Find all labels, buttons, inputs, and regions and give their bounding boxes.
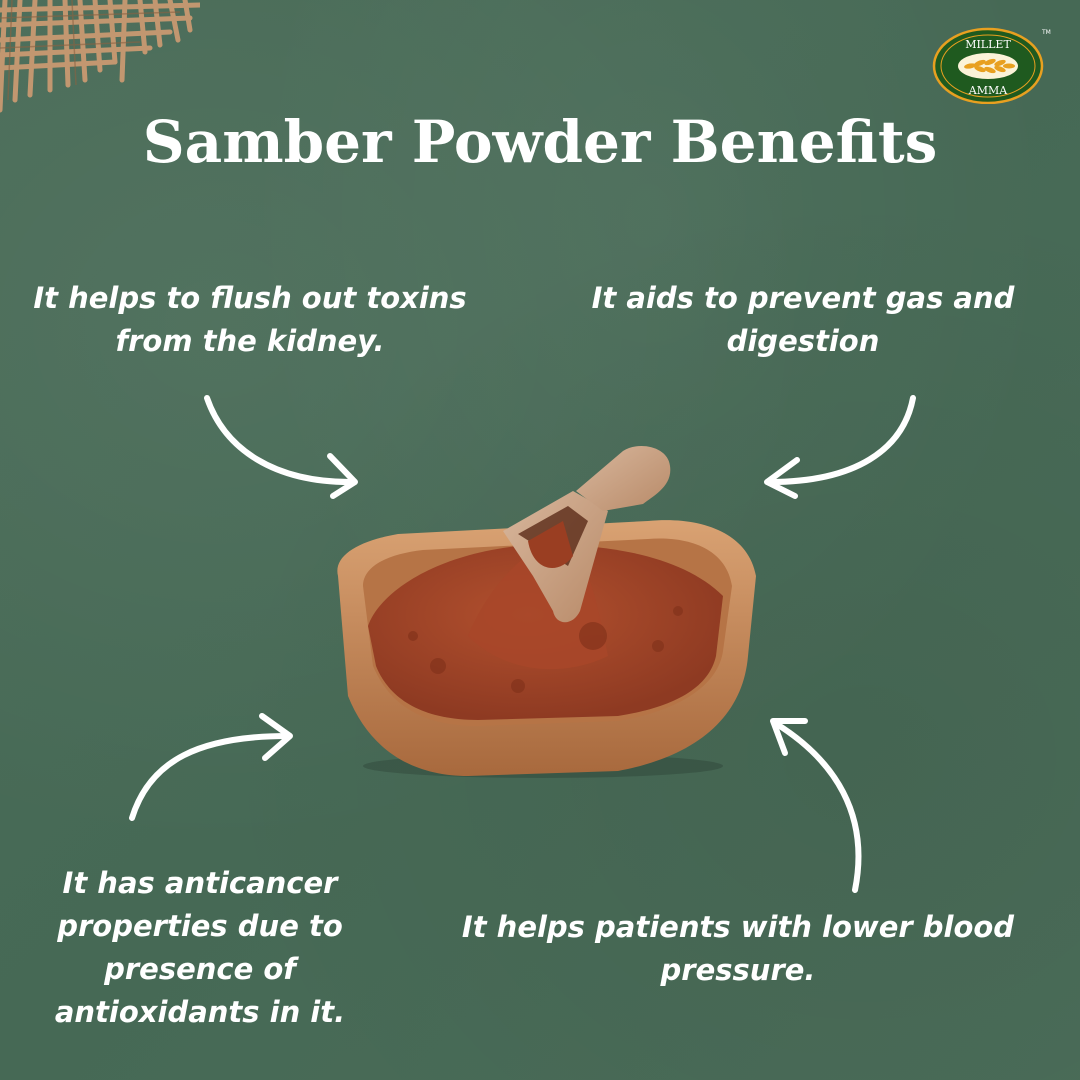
logo-bottom-text: AMMA: [968, 84, 1008, 97]
curved-arrow-up-right-icon: [129, 713, 293, 821]
millet-amma-logo-icon: MILLET AMMA TM: [932, 27, 1051, 104]
samber-powder-bowl-image: [337, 446, 756, 778]
benefit-blood-pressure-text: It helps patients with lower blood press…: [461, 910, 1015, 987]
benefit-kidney-text: It helps to flush out toxins from the ki…: [33, 281, 467, 358]
curved-arrow-up-left-icon: [770, 718, 862, 893]
logo-top-text: MILLET: [965, 38, 1011, 51]
benefit-digestion-text: It aids to prevent gas and digestion: [591, 281, 1015, 358]
page-title: Samber Powder Benefits: [142, 108, 938, 176]
trademark-symbol: TM: [1041, 29, 1051, 36]
curved-arrow-down-left-icon: [764, 395, 916, 499]
burlap-decoration-icon: [0, 0, 200, 113]
benefit-anticancer-text: It has anticancer properties due to pres…: [54, 866, 346, 1029]
curved-arrow-down-right-icon: [204, 395, 358, 499]
